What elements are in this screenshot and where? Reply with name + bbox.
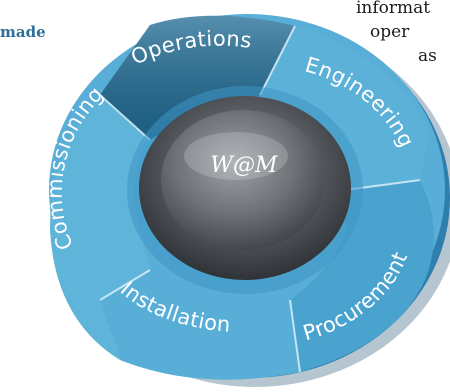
segment-commissioning	[50, 95, 150, 360]
segment-engineering	[260, 26, 430, 190]
left-text-fragment: made	[0, 23, 46, 41]
right-text-fragment-3: as	[418, 46, 437, 66]
right-text-fragment-2: oper	[370, 22, 410, 42]
segment-operations-shade	[100, 15, 295, 140]
segment-installation	[100, 270, 300, 380]
hub-label: W@M	[210, 153, 278, 178]
segment-dividers	[99, 25, 421, 373]
hub-highlight	[184, 132, 288, 180]
right-text-fragment-1: informat	[356, 0, 431, 18]
hub-disc	[161, 110, 325, 250]
segment-procurement	[290, 180, 434, 372]
